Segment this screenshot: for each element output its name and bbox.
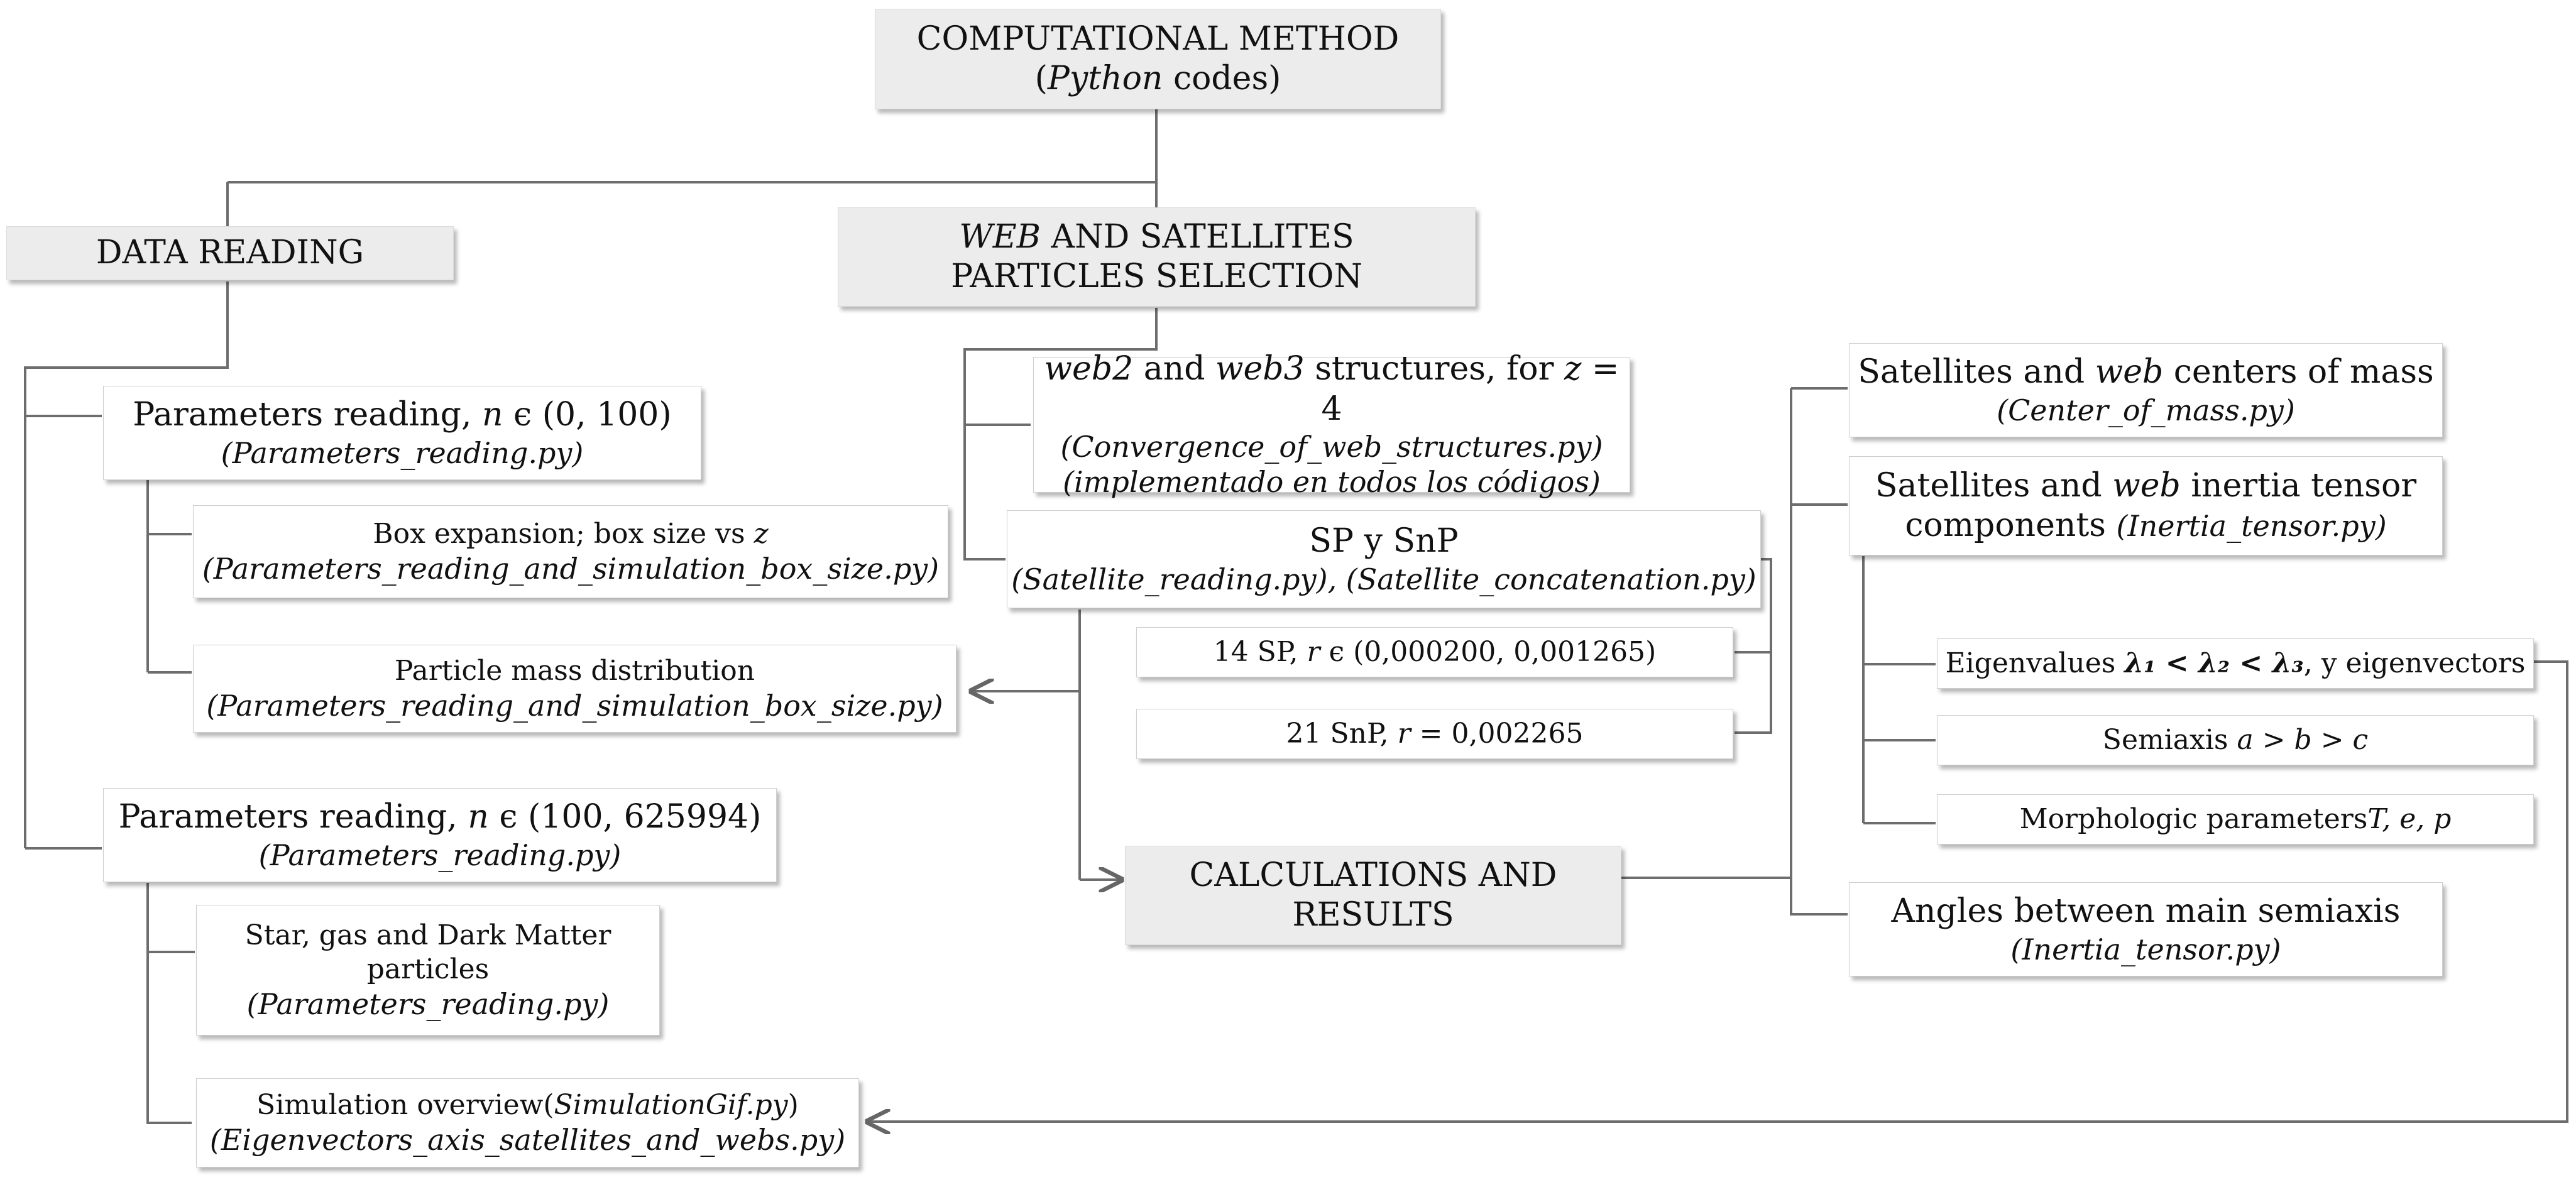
snp21-node: 21 SnP, r = 0,002265 <box>1136 709 1733 759</box>
calculations-results-node: CALCULATIONS AND RESULTS <box>1125 846 1621 945</box>
angles-semiaxis-node: Angles between main semiaxis (Inertia_te… <box>1849 882 2443 976</box>
morphologic-parameters-node: Morphologic parametersT, e, p <box>1937 794 2534 845</box>
box-expansion-node: Box expansion; box size vs z (Parameters… <box>193 505 948 598</box>
eigenvalues-node: Eigenvalues λ₁ < λ₂ < λ₃, y eigenvectors <box>1937 638 2534 689</box>
link-web-selection <box>963 308 1158 560</box>
star-gas-dark-matter-node: Star, gas and Dark Matter particles (Par… <box>196 905 660 1036</box>
centers-of-mass-node: Satellites and web centers of mass (Cent… <box>1849 343 2443 437</box>
sp14-node: 14 SP, r ϵ (0,000200, 0,001265) <box>1136 627 1733 677</box>
data-reading-node: DATA READING <box>6 226 454 280</box>
parameters-reading-large-n-node: Parameters reading, n ϵ (100, 625994) (P… <box>103 788 777 882</box>
link-inertia-children <box>1862 556 1936 824</box>
link-sp-bracket <box>1735 558 1772 734</box>
link-eigen-to-overview <box>867 660 2568 1122</box>
web-structures-node: web2 and web3 structures, for z = 4 (Con… <box>1033 350 1630 499</box>
link-params2-children <box>146 883 195 1124</box>
root-node: COMPUTATIONAL METHOD (Python codes) <box>875 9 1441 109</box>
semiaxis-node: Semiaxis a > b > c <box>1937 715 2534 765</box>
link-calc-results <box>1621 387 1848 916</box>
particle-mass-distribution-node: Particle mass distribution (Parameters_r… <box>193 645 956 733</box>
simulation-overview-node: Simulation overview(SimulationGif.py) (E… <box>196 1078 859 1167</box>
link-root-branches <box>226 104 1158 227</box>
link-params1-children <box>146 479 192 674</box>
parameters-reading-small-n-node: Parameters reading, n ϵ (0, 100) (Parame… <box>103 386 701 480</box>
link-data-reading <box>24 282 229 850</box>
web-selection-node: WEB AND SATELLITES PARTICLES SELECTION <box>838 207 1476 307</box>
sp-snp-node: SP y SnP (Satellite_reading.py), (Satell… <box>1007 510 1761 608</box>
inertia-tensor-node: Satellites and web inertia tensor compon… <box>1849 456 2443 555</box>
